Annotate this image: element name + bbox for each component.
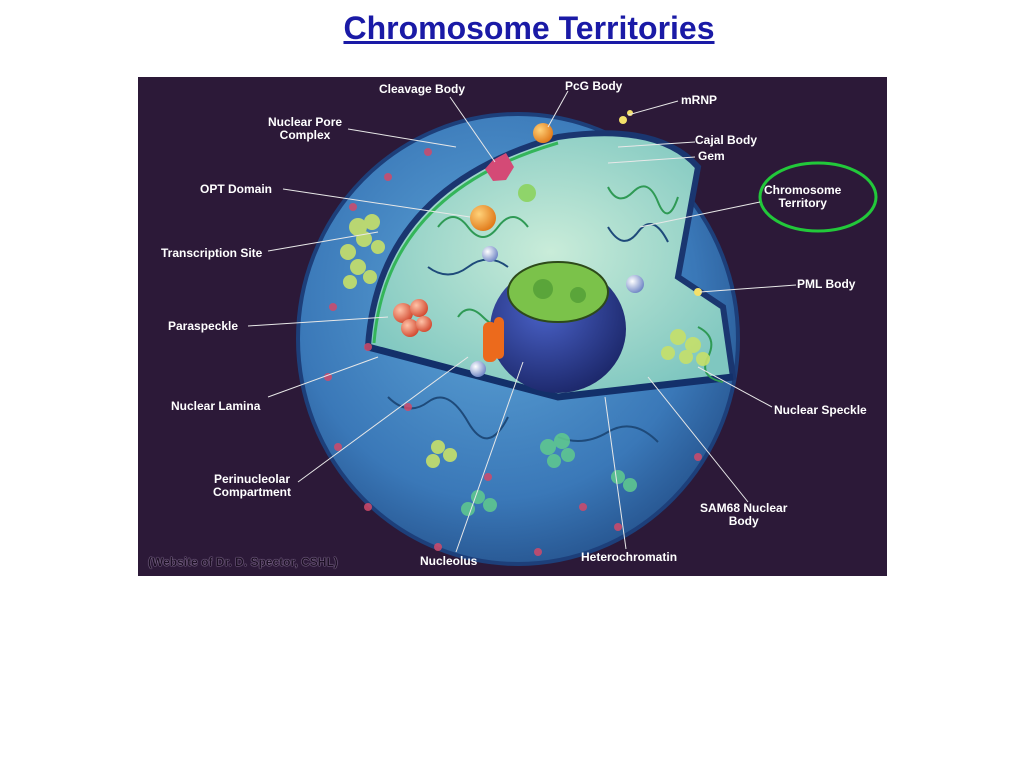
nuclear-bodies xyxy=(393,110,702,377)
cajal-body-shape xyxy=(482,246,498,262)
paraspeckle-shape xyxy=(393,303,413,323)
label-nucleolus: Nucleolus xyxy=(420,554,478,568)
label-perinucleolar-compartment: Perinucleolar Compartment xyxy=(213,473,291,499)
nucleolus-body xyxy=(490,261,626,393)
label-chromosome-territory: Chromosome Territory xyxy=(764,184,841,210)
label-paraspeckle: Paraspeckle xyxy=(168,319,239,333)
label-nuclear-pore-complex: Nuclear Pore Complex xyxy=(268,116,342,142)
label-cajal-body: Cajal Body xyxy=(695,133,758,147)
perinucleolar-compartment xyxy=(483,317,504,362)
label-sam68-line1: SAM68 Nuclear xyxy=(700,501,788,515)
label-gem: Gem xyxy=(698,149,725,163)
label-heterochromatin: Heterochromatin xyxy=(581,550,678,564)
image-credit: (Website of Dr. D. Spector, CSHL) xyxy=(148,555,338,569)
pcg-body-shape xyxy=(533,123,553,143)
label-perinucleolar-line1: Perinucleolar xyxy=(213,472,291,486)
label-opt-domain: OPT Domain xyxy=(200,182,273,196)
leader-lines xyxy=(247,90,797,553)
nuclear-pores xyxy=(324,148,702,556)
label-nuclear-speckle: Nuclear Speckle xyxy=(774,403,867,417)
label-perinucleolar-line2: Compartment xyxy=(213,485,292,499)
label-sam68-line2: Body xyxy=(728,514,759,528)
chromosome-territory-highlight xyxy=(758,161,878,233)
pml-body-shape xyxy=(626,275,644,293)
label-nuclear-pore-line2: Complex xyxy=(279,128,331,142)
slide-title: Chromosome Territories xyxy=(343,10,715,46)
label-pml-body: PML Body xyxy=(797,277,856,291)
label-cleavage-body: Cleavage Body xyxy=(379,82,466,96)
opt-domain-shape xyxy=(470,205,496,231)
label-transcription-site: Transcription Site xyxy=(161,246,263,260)
label-nuclear-lamina: Nuclear Lamina xyxy=(171,399,261,413)
label-nuclear-pore-line1: Nuclear Pore xyxy=(268,115,343,129)
nuclear-speckle-clusters xyxy=(340,214,710,468)
gem-shape xyxy=(518,184,536,202)
label-mrnp: mRNP xyxy=(681,93,718,107)
nucleus-illustration xyxy=(247,90,878,566)
label-pcg-body: PcG Body xyxy=(565,79,623,93)
green-speckle-clusters xyxy=(461,433,637,516)
nucleus-diagram: Cleavage Body PcG Body mRNP Nuclear Pore… xyxy=(138,77,887,576)
label-chromosome-territory-line1: Chromosome xyxy=(764,183,842,197)
label-sam68-nuclear-body: SAM68 Nuclear Body xyxy=(700,502,787,528)
cleavage-body-shape xyxy=(485,153,514,181)
label-chromosome-territory-line2: Territory xyxy=(778,196,827,210)
